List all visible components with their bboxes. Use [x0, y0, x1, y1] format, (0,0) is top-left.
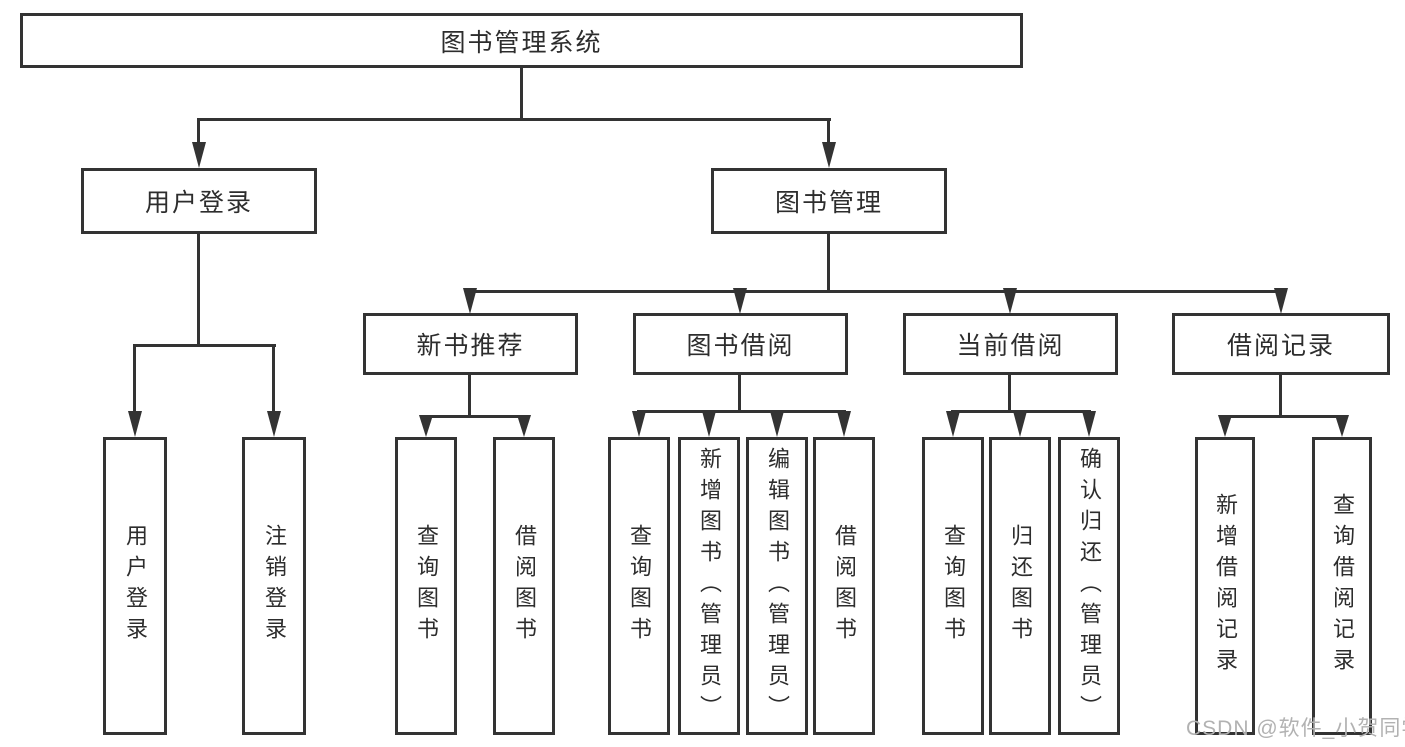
leaf-label: 查询图书: [627, 524, 652, 648]
arrow-down-icon: [419, 415, 433, 437]
leaf-label: 新增借阅记录: [1213, 493, 1238, 679]
connector-line: [827, 234, 830, 292]
arrow-down-icon: [1218, 415, 1232, 437]
arrow-down-icon: [770, 411, 784, 437]
arrow-down-icon: [702, 411, 716, 437]
arrow-down-icon: [1274, 288, 1288, 314]
leaf-label: 借阅图书: [512, 524, 537, 648]
leaf-label: 新增图书（管理员）: [697, 446, 722, 726]
leaf-edit-books-admin: 编辑图书（管理员）: [746, 437, 808, 735]
leaf-label: 查询图书: [941, 524, 966, 648]
leaf-query-books-current: 查询图书: [922, 437, 984, 735]
connector-line: [197, 118, 831, 121]
csdn-watermark: CSDN @软件_小贺同学: [1186, 717, 1405, 740]
leaf-return-books: 归还图书: [989, 437, 1051, 735]
leaf-add-books-admin: 新增图书（管理员）: [678, 437, 740, 735]
leaf-logout: 注销登录: [242, 437, 306, 735]
leaf-borrow-books: 借阅图书: [813, 437, 875, 735]
arrow-down-icon: [1082, 411, 1096, 437]
connector-line: [133, 344, 276, 347]
connector-line: [1008, 375, 1011, 412]
arrow-down-icon: [517, 415, 531, 437]
arrow-down-icon: [1013, 411, 1027, 437]
node-borrow-records: 借阅记录: [1172, 313, 1390, 375]
leaf-label: 借阅图书: [832, 524, 857, 648]
arrow-down-icon: [733, 288, 747, 314]
connector-line: [520, 68, 523, 120]
leaf-query-books-borrow: 查询图书: [608, 437, 670, 735]
connector-line: [197, 234, 200, 346]
connector-line: [738, 375, 741, 412]
leaf-query-borrow-record: 查询借阅记录: [1312, 437, 1372, 735]
arrow-down-icon: [822, 142, 836, 168]
node-root: 图书管理系统: [20, 13, 1023, 68]
connector-line: [133, 346, 136, 412]
leaf-label: 查询借阅记录: [1330, 493, 1355, 679]
leaf-label: 查询图书: [414, 524, 439, 648]
connector-line: [1223, 415, 1344, 418]
connector-line: [468, 375, 471, 417]
node-user-login: 用户登录: [81, 168, 317, 234]
leaf-add-borrow-record: 新增借阅记录: [1195, 437, 1255, 735]
connector-line: [424, 415, 526, 418]
arrow-down-icon: [128, 411, 142, 437]
connector-line: [272, 346, 275, 412]
arrow-down-icon: [192, 142, 206, 168]
connector-line: [637, 410, 846, 413]
leaf-label: 确认归还（管理员）: [1077, 446, 1102, 726]
connector-line: [197, 120, 200, 144]
leaf-label: 注销登录: [262, 524, 287, 648]
node-new-book-recommend: 新书推荐: [363, 313, 578, 375]
leaf-user-login: 用户登录: [103, 437, 167, 735]
node-book-borrow: 图书借阅: [633, 313, 848, 375]
leaf-label: 归还图书: [1008, 524, 1033, 648]
leaf-label: 编辑图书（管理员）: [765, 446, 790, 726]
arrow-down-icon: [946, 411, 960, 437]
arrow-down-icon: [1003, 288, 1017, 314]
connector-line: [827, 120, 830, 144]
arrow-down-icon: [267, 411, 281, 437]
connector-line: [468, 290, 1283, 293]
leaf-label: 用户登录: [123, 524, 148, 648]
arrow-down-icon: [837, 411, 851, 437]
node-book-management: 图书管理: [711, 168, 947, 234]
connector-line: [1279, 375, 1282, 417]
node-current-borrow: 当前借阅: [903, 313, 1118, 375]
arrow-down-icon: [1335, 415, 1349, 437]
leaf-confirm-return-admin: 确认归还（管理员）: [1058, 437, 1120, 735]
arrow-down-icon: [632, 411, 646, 437]
leaf-query-books-recommend: 查询图书: [395, 437, 457, 735]
arrow-down-icon: [463, 288, 477, 314]
leaf-borrow-books-recommend: 借阅图书: [493, 437, 555, 735]
